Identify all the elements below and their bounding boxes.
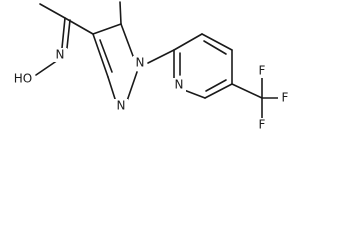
f-right-label: F	[282, 91, 289, 105]
bond-py-c5-cf3	[231, 83, 263, 99]
bond-c-n-double-a	[61, 17, 66, 49]
bond-py-c5-c6	[204, 83, 233, 99]
bond-n1-pyridine	[147, 49, 175, 64]
bond-py-c3-c4-inner	[203, 40, 227, 55]
atom-label-group: HO N N N N F F F	[11, 48, 292, 132]
pyrazole-n1-label-bg	[133, 56, 147, 70]
bond-c5-n1	[120, 23, 134, 57]
bond-c-n-double-b	[66, 19, 71, 49]
bond-c4-c3-inner	[99, 39, 113, 73]
f-top-label-bg	[255, 64, 269, 78]
oxime-n-label-bg	[53, 48, 67, 62]
bond-n2-n1	[126, 71, 138, 102]
oxime-n-label: N	[56, 48, 65, 62]
bond-n-o	[35, 59, 59, 76]
f-top-label: F	[259, 64, 266, 78]
bond-c4-c3	[92, 33, 109, 78]
hydroxyl-label-bg	[11, 72, 35, 86]
bond-c4-c5	[92, 23, 122, 35]
f-bottom-label: F	[259, 118, 266, 132]
bond-py-c5-c6-inner	[205, 79, 227, 92]
f-bottom-label-bg	[255, 118, 269, 132]
bond-py-c2-c3	[173, 33, 203, 51]
bond-py-c3-c4	[201, 33, 233, 51]
pyrazole-n1-label: N	[136, 56, 145, 70]
bond-acetyl-methyl	[39, 3, 66, 19]
pyridine-n-label: N	[175, 78, 184, 92]
pyridine-n-label-bg	[172, 78, 186, 92]
bond-c5-methyl	[119, 1, 122, 25]
hydroxyl-label: HO	[14, 72, 32, 86]
bond-c3-n2	[107, 76, 117, 103]
pyrazole-n2-label-bg	[114, 99, 128, 113]
pyrazole-n2-label: N	[117, 99, 126, 113]
chemical-structure-diagram: HO N N N N F F F	[11, 1, 292, 132]
bond-py-c6-n	[183, 89, 206, 99]
f-right-label-bg	[278, 91, 292, 105]
